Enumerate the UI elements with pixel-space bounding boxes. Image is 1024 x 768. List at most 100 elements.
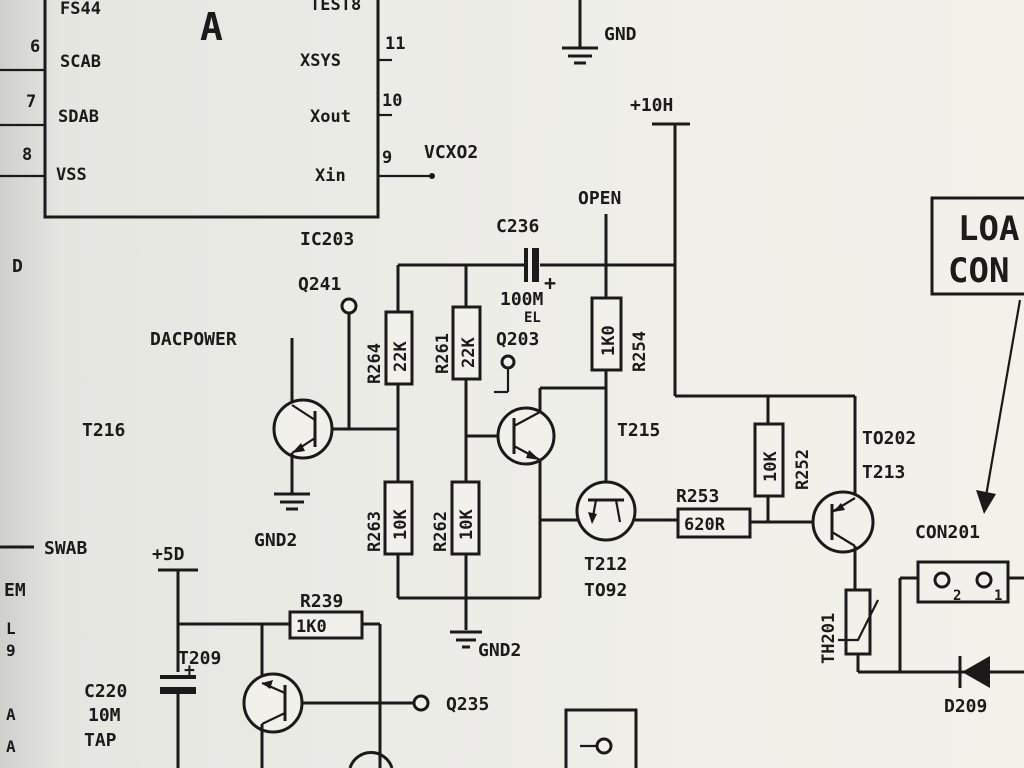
d209-ref: D209 <box>944 696 987 717</box>
con201-pin1: 1 <box>994 588 1002 604</box>
r264-resistor: 22K <box>384 310 414 386</box>
net-nine: 9 <box>6 641 16 660</box>
q203-ref: Q203 <box>496 329 539 350</box>
r262-value: 10K <box>457 509 477 540</box>
th201-thermistor <box>838 588 879 656</box>
t216-transistor <box>272 398 334 460</box>
t213-ref: T213 <box>862 462 905 483</box>
r252-ref: R252 <box>793 449 813 490</box>
t209-transistor <box>242 672 304 734</box>
gnd2-left-symbol <box>274 492 310 511</box>
c220-type: TAP <box>84 730 117 751</box>
t212-transistor <box>575 480 637 542</box>
net-gnd: GND <box>604 24 637 45</box>
r254-value: 1K0 <box>599 325 619 356</box>
c220-value: 10M <box>88 705 121 726</box>
d209-diode <box>958 656 990 688</box>
ic-partial-name: A <box>200 5 223 49</box>
partial-component-bottom <box>564 708 638 768</box>
arrow-head-icon <box>976 490 996 514</box>
c236-ref: C236 <box>496 216 539 237</box>
partial-transistor-bottom <box>348 751 394 768</box>
con201-pin2: 2 <box>953 588 961 604</box>
ic-pin11-num: 11 <box>385 34 405 54</box>
r263-ref: R263 <box>365 511 385 552</box>
r253-ref: R253 <box>676 486 719 507</box>
c220-plus-mark: + <box>184 660 195 681</box>
net-gnd2-bottom: GND2 <box>478 640 521 661</box>
t216-ref: T216 <box>82 420 125 441</box>
ic-pin6-num: 6 <box>30 37 40 57</box>
t212-ref: T212 <box>584 554 627 575</box>
ic-pin-xout: Xout <box>310 107 351 127</box>
t215-transistor <box>496 406 556 466</box>
t213-alt: TO202 <box>862 428 916 449</box>
ic-pin-vss: VSS <box>56 165 87 185</box>
r262-ref: R262 <box>431 511 451 552</box>
ic203-block: A FS44 6 SCAB 7 SDAB 8 VSS TEST8 XSYS 11… <box>0 0 435 250</box>
r264-ref: R264 <box>365 343 385 384</box>
r252-value: 10K <box>761 451 781 482</box>
q241-ref: Q241 <box>298 274 341 295</box>
gnd-top-symbol <box>562 0 598 65</box>
con201-ref: CON201 <box>915 522 980 543</box>
c236-capacitor: + <box>524 248 556 295</box>
ic-pin-sdab: SDAB <box>58 107 99 127</box>
net-em: EM <box>4 580 26 601</box>
con201-connector: 2 1 <box>916 560 1010 604</box>
net-swab: SWAB <box>44 538 88 559</box>
net-a1: A <box>6 705 16 724</box>
net-gnd2-left: GND2 <box>254 530 297 551</box>
c236-type: EL <box>524 310 541 326</box>
net-plus10h: +10H <box>630 95 673 116</box>
r253-resistor: 620R <box>676 507 752 539</box>
ic-pin10-num: 10 <box>382 91 402 111</box>
net-vcxo2: VCXO2 <box>424 142 478 163</box>
r254-ref: R254 <box>630 331 650 372</box>
ic-pin-test8: TEST8 <box>310 0 361 15</box>
ic-ref: IC203 <box>300 229 354 250</box>
net-open: OPEN <box>578 188 621 209</box>
th201-ref: TH201 <box>819 613 839 664</box>
r261-value: 22K <box>459 337 479 368</box>
net-a2: A <box>6 737 16 756</box>
r263-value: 10K <box>391 509 411 540</box>
r262-resistor: 10K <box>450 480 481 556</box>
r261-resistor: 22K <box>451 305 482 381</box>
r252-resistor: 10K <box>753 422 785 498</box>
t212-package: TO92 <box>584 580 627 601</box>
t213-transistor <box>811 490 875 554</box>
ic-pin-xin: Xin <box>315 166 346 186</box>
net-plus5d: +5D <box>152 544 185 565</box>
r261-ref: R261 <box>433 333 453 374</box>
box-line1: LOA <box>958 209 1019 249</box>
q235-test-point <box>412 694 430 712</box>
q203-test-point <box>500 354 516 370</box>
net-dacpower: DACPOWER <box>150 329 237 350</box>
t215-ref: T215 <box>617 420 660 441</box>
ic-pin-xsys: XSYS <box>300 51 341 71</box>
r239-ref: R239 <box>300 591 343 612</box>
net-left-d: D <box>12 256 23 277</box>
t209-ref: T209 <box>178 648 221 669</box>
ic-pin7-num: 7 <box>26 92 36 112</box>
r253-value: 620R <box>684 515 726 535</box>
ic-pin9-num: 9 <box>382 148 392 168</box>
c236-plus-mark: + <box>544 271 556 295</box>
q241-test-point <box>340 297 358 315</box>
r263-resistor: 10K <box>383 480 414 556</box>
ic-pin-scab: SCAB <box>60 52 101 72</box>
r239-value: 1K0 <box>296 617 327 637</box>
c220-ref: C220 <box>84 681 127 702</box>
r239-resistor: 1K0 <box>288 610 364 640</box>
ic-pin-fs44: FS44 <box>60 0 101 19</box>
c236-value: 100M <box>500 289 544 310</box>
q235-ref: Q235 <box>446 694 489 715</box>
ic-pin8-num: 8 <box>22 145 32 165</box>
gnd2-bottom-symbol <box>450 630 482 649</box>
load-control-box: LOA CON <box>930 196 1024 296</box>
net-l: L <box>6 619 16 638</box>
c220-capacitor: + <box>160 660 196 694</box>
